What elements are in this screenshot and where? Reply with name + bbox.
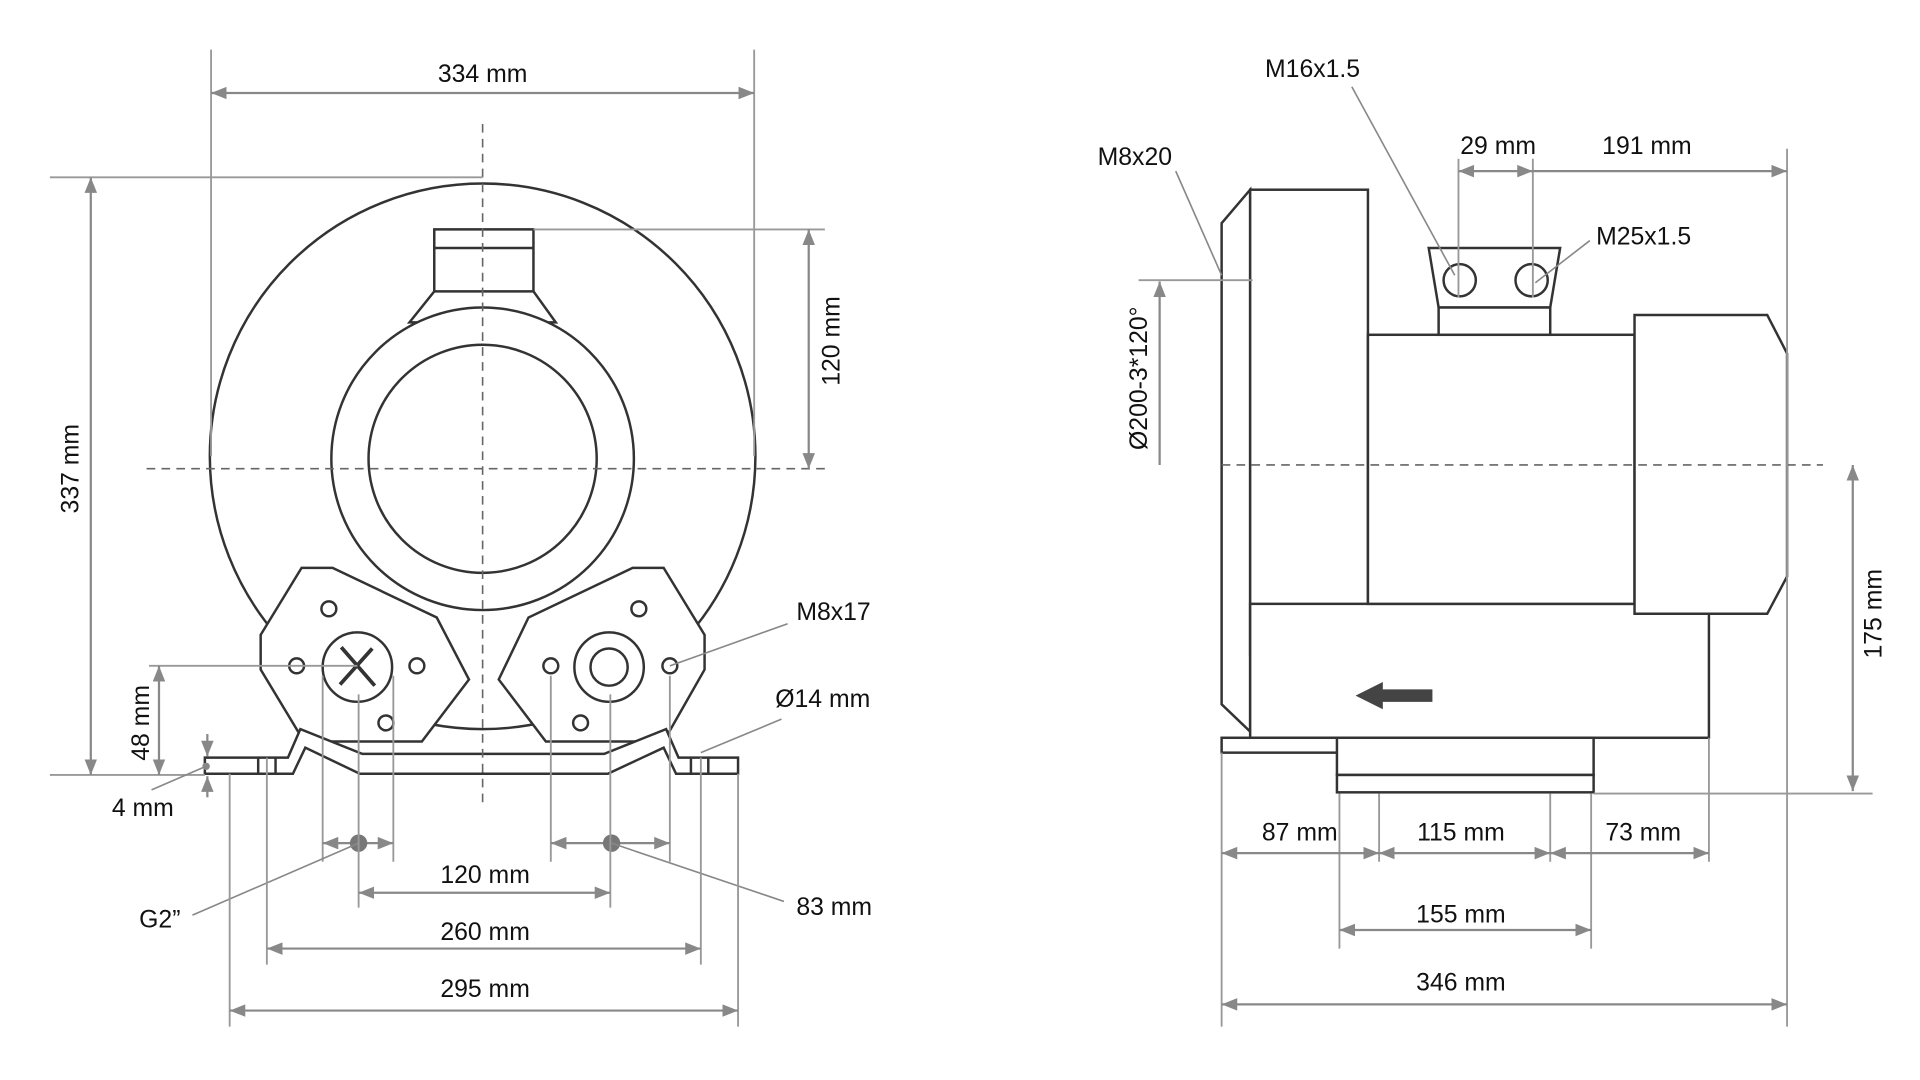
dim-48: 48 mm	[128, 685, 155, 761]
dim-83: 83 mm	[796, 894, 872, 921]
dim-175: 175 mm	[1860, 569, 1887, 659]
dim-120-ports: 120 mm	[440, 862, 530, 889]
dim-73: 73 mm	[1605, 820, 1681, 847]
dim-4: 4 mm	[112, 795, 174, 822]
flow-arrow-icon	[1355, 681, 1433, 710]
lower-housing	[1248, 602, 1711, 740]
dim-346: 346 mm	[1416, 970, 1506, 997]
dim-29: 29 mm	[1460, 133, 1536, 160]
label-g2: G2”	[139, 906, 180, 933]
impeller-housing	[1248, 188, 1370, 656]
dim-295: 295 mm	[440, 976, 530, 1003]
label-m16: M16x1.5	[1265, 56, 1360, 83]
dim-120-inlet: 120 mm	[819, 296, 846, 386]
dim-191: 191 mm	[1602, 133, 1692, 160]
label-m8x17: M8x17	[796, 599, 870, 626]
front-view: 334 mm 337 mm 120 mm 48 mm 4 mm M8x17 Ø1…	[49, 49, 872, 1027]
foot-main	[1335, 736, 1595, 777]
base-plate	[203, 727, 740, 775]
foot-front	[1220, 736, 1341, 754]
terminal-box	[1427, 246, 1562, 309]
dim-334: 334 mm	[438, 61, 528, 88]
dim-155: 155 mm	[1416, 902, 1506, 929]
label-m25: M25x1.5	[1596, 223, 1691, 250]
gland-m25	[1514, 262, 1549, 298]
gland-m16	[1442, 262, 1478, 298]
dim-115: 115 mm	[1417, 820, 1505, 847]
dim-260: 260 mm	[440, 919, 530, 946]
motor-body	[1366, 333, 1636, 606]
label-d14: Ø14 mm	[775, 686, 870, 713]
dim-bolt-circle: Ø200-3*120°	[1126, 306, 1153, 450]
dim-337: 337 mm	[57, 424, 84, 514]
label-m8x20: M8x20	[1098, 144, 1172, 171]
side-view: M8x20 M16x1.5 M25x1.5 29 mm 191 mm Ø200-…	[1098, 56, 1887, 1027]
front-cover	[1220, 186, 1252, 735]
dim-87: 87 mm	[1262, 820, 1338, 847]
